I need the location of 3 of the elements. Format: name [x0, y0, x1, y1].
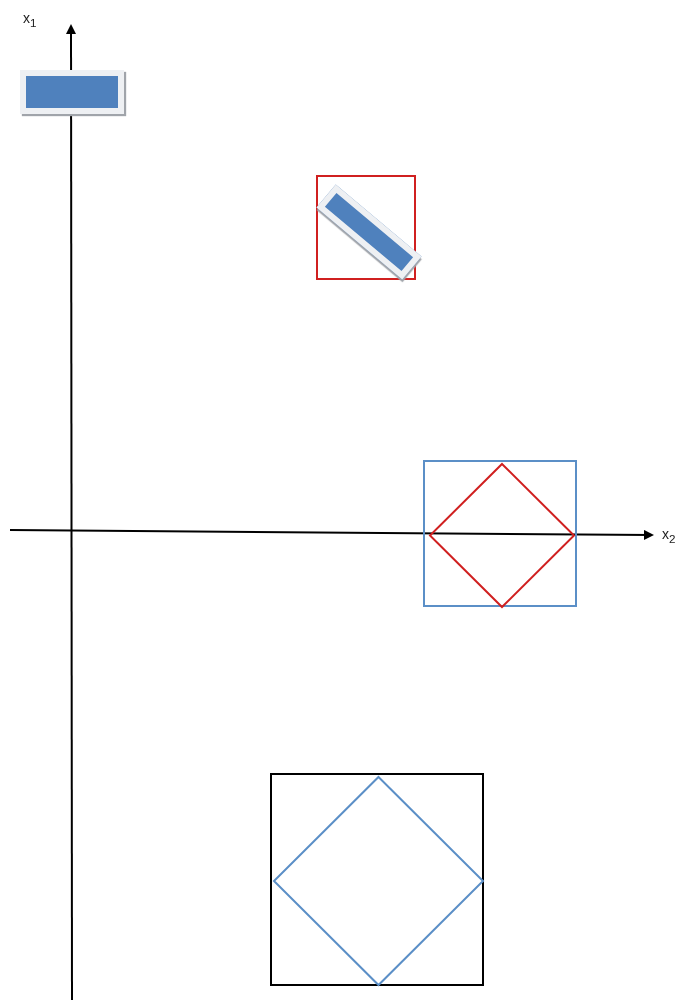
axis-label: x$_{1}$: [23, 10, 37, 31]
bar-shape: [20, 70, 124, 114]
axis-label: x$_{2}$: [662, 526, 676, 547]
